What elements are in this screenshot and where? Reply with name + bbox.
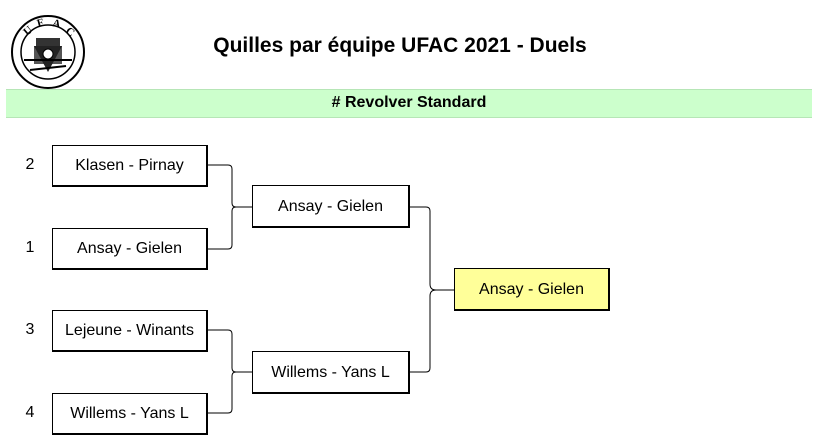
match-box-r1-2: Ansay - Gielen <box>52 228 208 270</box>
match-box-r1-3: Lejeune - Winants <box>52 310 208 352</box>
match-box-r1-1: Klasen - Pirnay <box>52 145 208 187</box>
connector-r1-second <box>208 206 237 250</box>
connector-r1-top <box>208 164 252 208</box>
section-header: # Revolver Standard <box>6 89 812 118</box>
seed-number: 4 <box>25 404 35 421</box>
match-box-r2-1: Ansay - Gielen <box>252 185 410 228</box>
match-box-r1-4: Willems - Yans L <box>52 393 208 435</box>
seed-number: 2 <box>25 156 35 173</box>
page-title: Quilles par équipe UFAC 2021 - Duels <box>213 34 587 57</box>
seed-number: 1 <box>25 239 35 256</box>
connector-r1-fourth <box>208 371 237 414</box>
connector-r2-top <box>410 206 454 291</box>
section-label: # Revolver Standard <box>331 94 487 111</box>
match-box-r2-2: Willems - Yans L <box>252 351 410 394</box>
seed-number: 3 <box>25 321 35 338</box>
svg-text:F: F <box>36 16 46 29</box>
connector-r2-bottom <box>410 289 437 373</box>
match-box-final: Ansay - Gielen <box>454 268 610 311</box>
connector-r1-third <box>208 329 252 373</box>
ufac-logo: U F A C <box>11 15 85 89</box>
svg-text:A: A <box>51 17 61 30</box>
